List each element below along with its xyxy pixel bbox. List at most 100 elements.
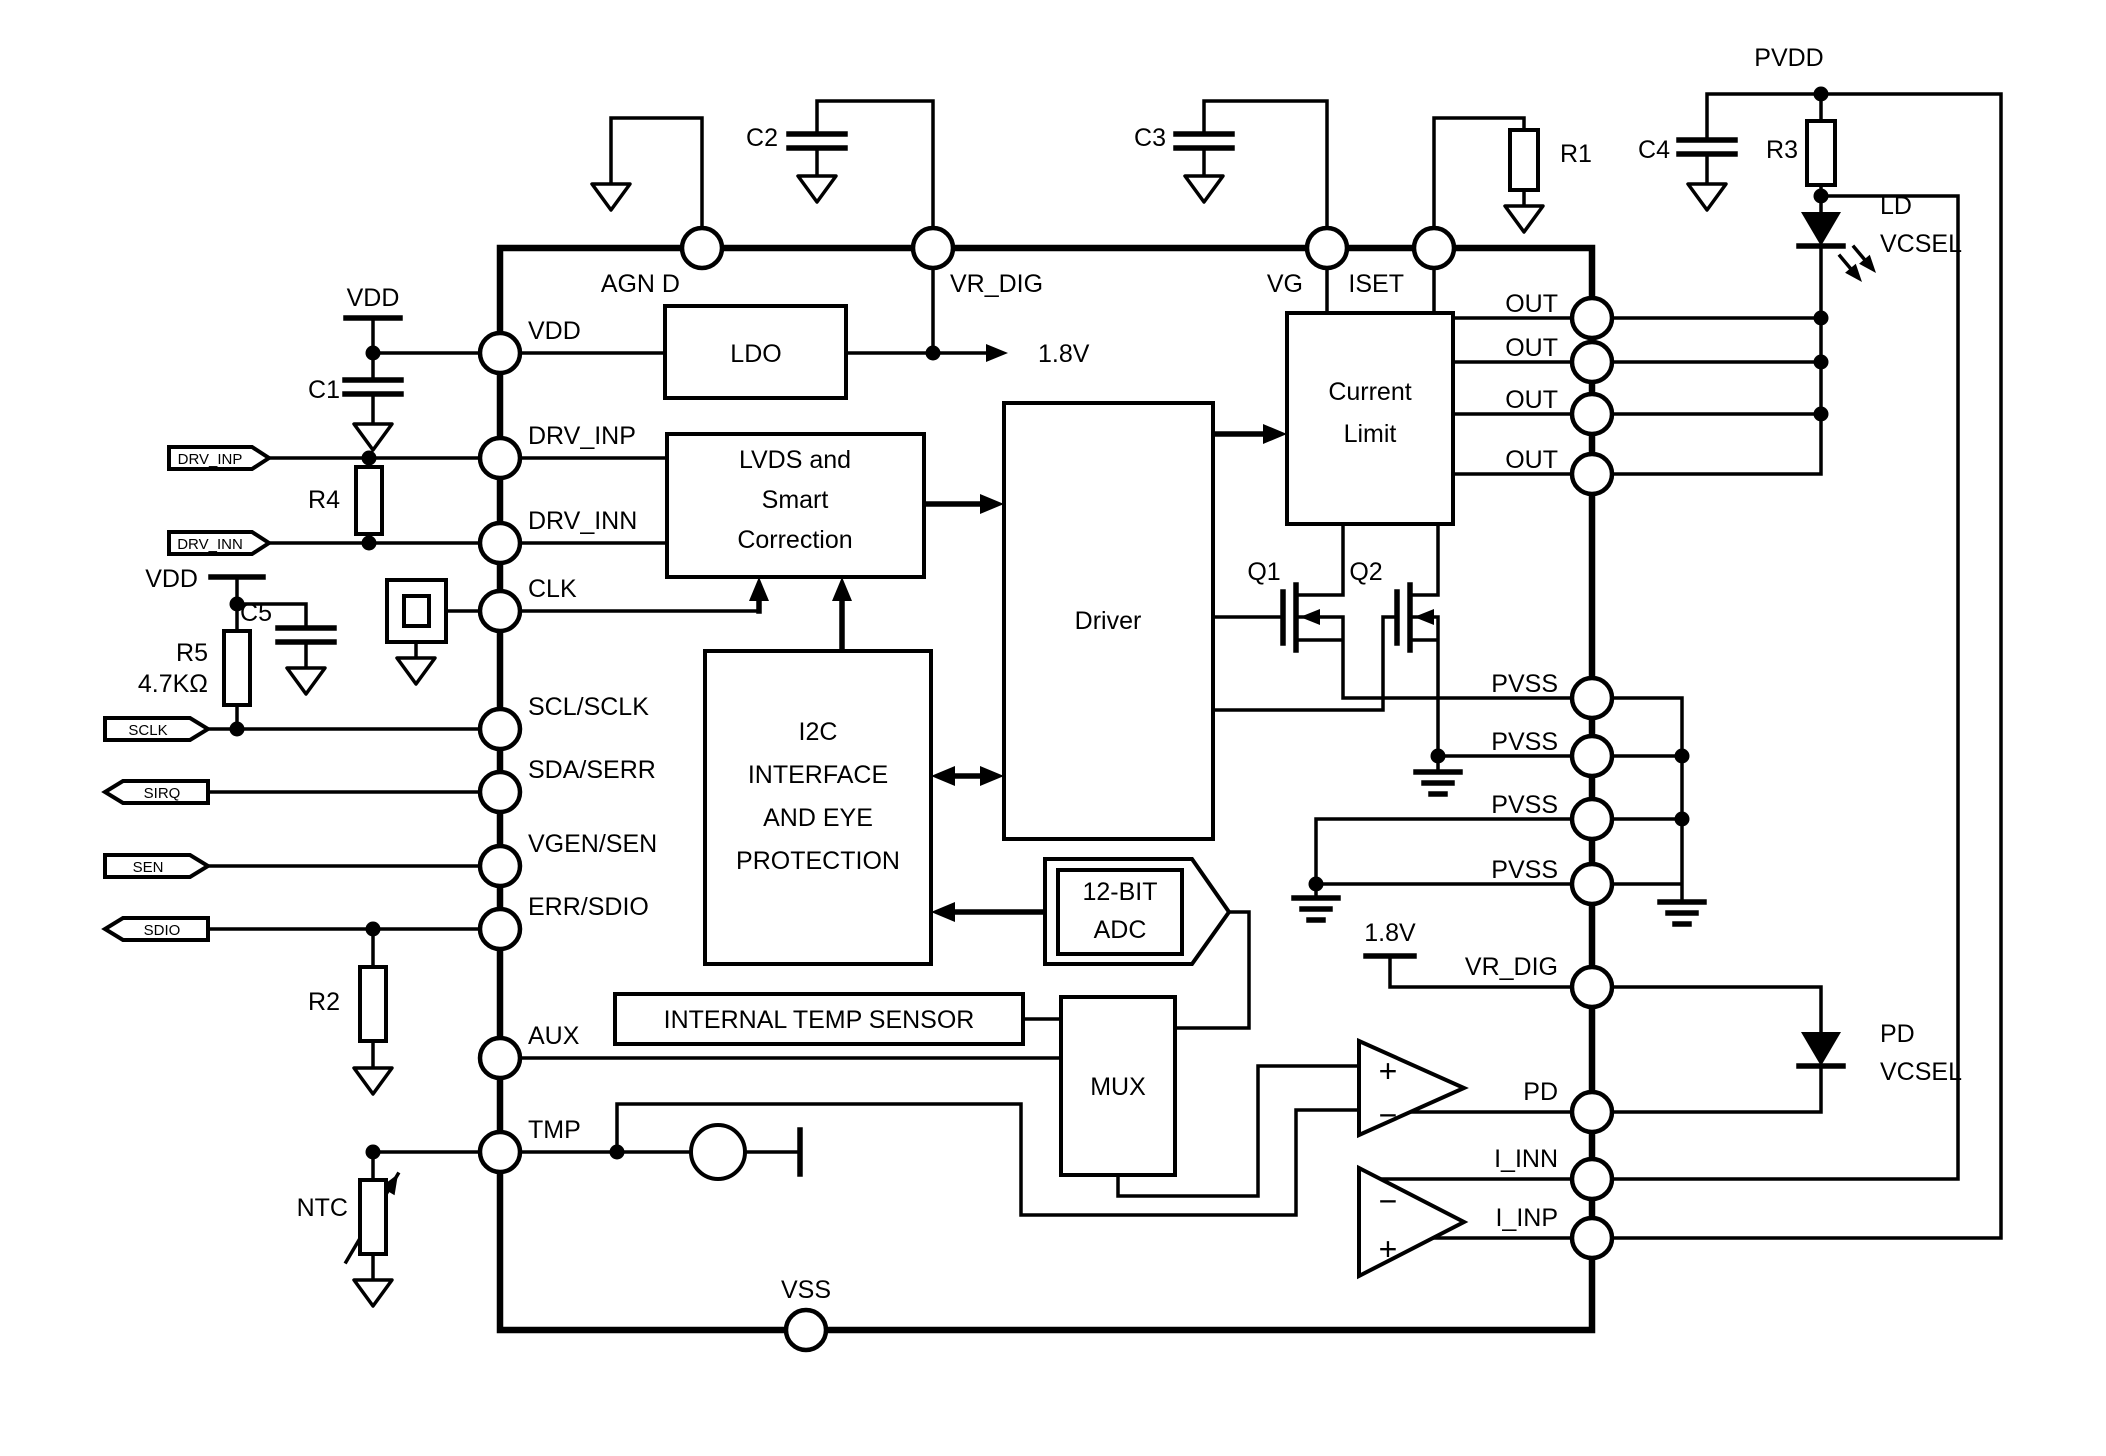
pin-vg [1304,225,1350,271]
resistor-ntc [358,1178,388,1256]
block-label-i2c-3: AND EYE [763,804,873,832]
pin-label-sda: SDA/SERR [528,756,656,784]
current-limit-block [1285,311,1455,526]
pin-label-out2: OUT [1505,334,1558,362]
pin-label-tmp: TMP [528,1116,581,1144]
resistor-r4 [354,465,384,536]
label-c5: C5 [240,599,272,627]
pin-pvss1 [1569,675,1615,721]
pins [477,225,1615,1353]
gnd-c1 [352,422,394,452]
comp-isense-plus: + [1379,1231,1398,1267]
pin-label-pvss4: PVSS [1491,856,1558,884]
block-label-climit-2: Limit [1344,420,1397,448]
block-label-lvds-2: Smart [762,486,829,514]
pin-label-agnd: AGN D [601,270,680,298]
block-label-temp-sensor: INTERNAL TEMP SENSOR [664,1006,975,1034]
pin-pd [1569,1089,1615,1135]
resistor-r1 [1508,128,1540,192]
flag-sclk [103,716,212,742]
pin-label-pvss1: PVSS [1491,670,1558,698]
label-pd-type: VCSEL [1880,1058,1962,1086]
pin-label-out1: OUT [1505,290,1558,318]
block-label-ldo: LDO [730,340,781,368]
pin-vrdig-top [910,225,956,271]
label-q2: Q2 [1349,558,1382,586]
flag-sdio [101,916,210,942]
flag-label-drv-inn: DRV_INN [177,536,243,553]
pin-iinn [1569,1156,1615,1202]
crystal-inner [402,594,431,628]
gnd-c4 [1686,182,1728,212]
net-label-1v8-pd: 1.8V [1364,919,1416,947]
block-label-lvds-3: Correction [737,526,852,554]
earth-pvss-int [1291,895,1341,923]
junction-dots [229,86,1829,1160]
arrow-i2c-lvds [832,577,852,601]
flag-sirq [101,779,210,805]
pin-label-err: ERR/SDIO [528,893,649,921]
pin-vrdig-right [1569,964,1615,1010]
arrow-light-1 [1845,263,1862,282]
pin-label-vdd: VDD [528,317,581,345]
block-label-adc-2: ADC [1094,916,1147,944]
net-label-vdd-pullup: VDD [145,565,198,593]
arrow-1v8 [986,344,1008,362]
gnd-r1 [1503,204,1545,234]
gnd-c5 [285,666,327,696]
net-label-pvdd: PVDD [1754,44,1823,72]
components [101,119,1841,1334]
pin-vdd [477,330,523,376]
pin-iset [1411,225,1457,271]
comp-pd-minus: − [1379,1097,1398,1133]
pin-drv-inp [477,435,523,481]
pin-iinp [1569,1215,1615,1261]
label-pd: PD [1880,1020,1915,1048]
block-label-mux: MUX [1090,1073,1146,1101]
gnd-ntc [352,1278,394,1308]
label-q1: Q1 [1247,558,1280,586]
arrowheads [380,254,1876,1196]
arrow-ntc [380,1174,398,1196]
gnd-agnd [590,182,632,212]
block-label-lvds-1: LVDS and [739,446,851,474]
pin-label-vrdig-top: VR_DIG [950,270,1043,298]
arrow-driver-climit [1263,424,1287,444]
label-c2: C2 [746,124,778,152]
adc-inner [1056,868,1184,956]
wires [206,92,2003,1282]
crystal-outer [385,578,448,644]
driver-block [1002,401,1215,841]
resistor-r3 [1805,119,1837,187]
label-c3: C3 [1134,124,1166,152]
comparator-pd [1357,1037,1469,1139]
pin-clk [477,588,523,634]
flag-label-sirq: SIRQ [144,785,181,802]
block-label-i2c-1: I2C [799,718,838,746]
pin-label-drv-inn: DRV_INN [528,507,637,535]
pin-err [477,906,523,952]
temp-sensor-block [613,992,1025,1046]
flag-label-sclk: SCLK [128,722,167,739]
label-r1: R1 [1560,140,1592,168]
mux-block [1059,995,1177,1177]
pin-out3 [1569,391,1615,437]
pin-pvss4 [1569,861,1615,907]
pin-out4 [1569,451,1615,497]
gnd-crystal [395,656,437,686]
flag-drv-inp [167,445,273,471]
label-r5-value: 4.7KΩ [138,670,208,698]
comp-pd-plus: + [1379,1053,1398,1089]
flag-sen [103,853,212,879]
current-source [689,1123,747,1181]
arrow-i2c-driver-right [980,766,1004,786]
pin-label-vgen: VGEN/SEN [528,830,657,858]
label-r2: R2 [308,988,340,1016]
flag-drv-inn [167,530,273,556]
pin-scl [477,706,523,752]
pin-label-out4: OUT [1505,446,1558,474]
ld-vcsel-diode [1801,212,1841,246]
arrow-light-2 [1859,254,1876,273]
block-label-adc-1: 12-BIT [1082,878,1157,906]
